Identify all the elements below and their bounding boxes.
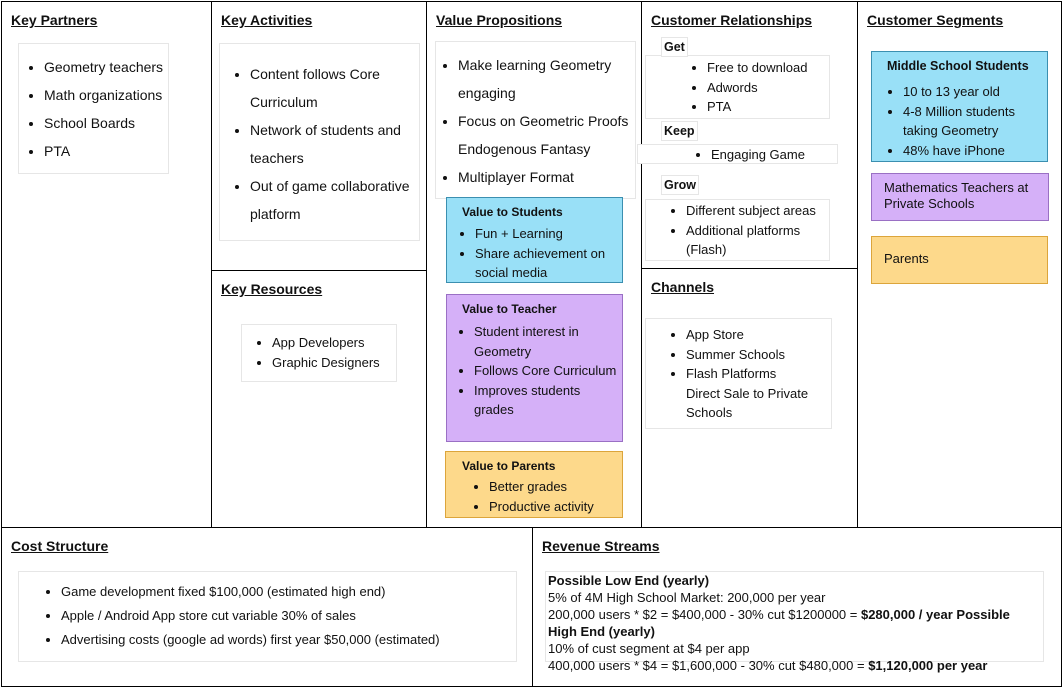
list-item: Engaging Game: [711, 145, 837, 165]
keep-label: Keep: [661, 121, 698, 141]
get-label: Get: [661, 37, 688, 57]
list-item: Geometry teachers: [44, 53, 168, 81]
key-activities-title: Key Activities: [221, 12, 313, 28]
low-end-line2: 200,000 users * $2 = $400,000 - 30% cut …: [548, 607, 861, 622]
divider: [641, 268, 858, 269]
key-partners-title: Key Partners: [11, 12, 98, 28]
list-item: App Store: [686, 325, 825, 345]
revenue-streams-text: Possible Low End (yearly) 5% of 4M High …: [545, 571, 1044, 673]
list-item: Focus on Geometric Proofs Endogenous Fan…: [458, 107, 631, 163]
list-item: Flash Platforms: [686, 364, 825, 384]
middle-school-students-card: Middle School Students 10 to 13 year old…: [871, 51, 1048, 162]
customer-relationships-title: Customer Relationships: [651, 12, 813, 28]
list-item: Network of students and teachers: [250, 116, 415, 172]
list-item: 48% have iPhone: [903, 141, 1041, 161]
list-item: Fun + Learning: [475, 224, 618, 244]
list-item: Adwords: [707, 78, 829, 98]
value-propositions-list: Make learning Geometry engaging Focus on…: [435, 41, 636, 199]
cost-structure-title: Cost Structure: [11, 538, 109, 554]
list-item: Student interest in Geometry: [474, 322, 618, 361]
high-end-title: Possible High End (yearly): [548, 607, 1010, 639]
divider: [1, 527, 1062, 528]
list-item: PTA: [44, 137, 168, 165]
list-item: Free to download: [707, 58, 829, 78]
list-item: Better grades: [489, 477, 594, 497]
low-end-result: $280,000 / year: [860, 607, 953, 622]
divider: [857, 1, 858, 528]
channels-title: Channels: [651, 279, 715, 295]
list-item: Make learning Geometry engaging: [458, 51, 631, 107]
value-propositions-title: Value Propositions: [436, 12, 563, 28]
high-end-result: $1,120,000 per year: [868, 658, 988, 673]
list-item: Additional platforms (Flash): [686, 221, 825, 260]
divider: [426, 1, 427, 528]
low-end-title: Possible Low End (yearly): [548, 573, 710, 588]
grow-label: Grow: [661, 175, 699, 195]
key-resources-list: App Developers Graphic Designers: [241, 324, 397, 382]
grow-list: Different subject areas Additional platf…: [645, 199, 830, 261]
channels-list: App Store Summer Schools Flash Platforms…: [645, 318, 832, 429]
value-to-parents-title: Value to Parents: [462, 459, 556, 473]
key-resources-title: Key Resources: [221, 281, 323, 297]
list-item: Follows Core Curriculum: [474, 361, 618, 381]
list-item: Advertising costs (google ad words) firs…: [61, 628, 516, 652]
channels-extra: Direct Sale to Private Schools: [686, 385, 809, 421]
value-to-parents-card: Value to Parents Better grades Productiv…: [445, 451, 623, 518]
list-item: PTA: [707, 97, 829, 117]
customer-segments-title: Customer Segments: [867, 12, 1004, 28]
list-item: Productive activity: [489, 497, 594, 517]
high-end-line1: 10% of cust segment at $4 per app: [548, 641, 750, 656]
list-item: Apple / Android App store cut variable 3…: [61, 604, 516, 628]
list-item: Summer Schools: [686, 345, 825, 365]
divider: [532, 527, 533, 687]
list-item: 4-8 Million students taking Geometry: [903, 102, 1041, 141]
high-end-line2: 400,000 users * $4 = $1,600,000 - 30% cu…: [548, 658, 869, 673]
key-partners-list: Geometry teachers Math organizations Sch…: [18, 43, 169, 174]
divider: [641, 1, 642, 528]
divider: [211, 1, 212, 528]
low-end-line1: 5% of 4M High School Market: 200,000 per…: [548, 590, 826, 605]
divider: [211, 270, 427, 271]
key-activities-list: Content follows Core Curriculum Network …: [219, 43, 420, 241]
list-item: School Boards: [44, 109, 168, 137]
revenue-streams-title: Revenue Streams: [542, 538, 660, 554]
get-list: Free to download Adwords PTA: [645, 55, 830, 119]
value-to-teacher-title: Value to Teacher: [462, 302, 557, 316]
list-item: Content follows Core Curriculum: [250, 60, 415, 116]
keep-list: Engaging Game: [637, 144, 838, 164]
math-teachers-label: Mathematics Teachers at Private Schools: [884, 180, 1029, 211]
value-to-teacher-card: Value to Teacher Student interest in Geo…: [446, 294, 623, 442]
list-item: 10 to 13 year old: [903, 82, 1041, 102]
parents-label: Parents: [884, 251, 929, 266]
list-item: App Developers: [272, 333, 396, 353]
value-to-students-card: Value to Students Fun + Learning Share a…: [446, 197, 623, 283]
list-item: Improves students grades: [474, 381, 618, 420]
list-item: Graphic Designers: [272, 353, 396, 373]
list-item: Multiplayer Format: [458, 163, 631, 191]
parents-card: Parents: [871, 236, 1048, 284]
list-item: Out of game collaborative platform: [250, 172, 415, 228]
cost-structure-list: Game development fixed $100,000 (estimat…: [18, 571, 517, 662]
middle-school-students-title: Middle School Students: [887, 59, 1029, 73]
value-to-students-title: Value to Students: [462, 205, 563, 219]
list-item: Math organizations: [44, 81, 168, 109]
list-item: Game development fixed $100,000 (estimat…: [61, 580, 516, 604]
list-item: Different subject areas: [686, 201, 825, 221]
math-teachers-card: Mathematics Teachers at Private Schools: [871, 173, 1049, 221]
list-item: Share achievement on social media: [475, 244, 618, 283]
